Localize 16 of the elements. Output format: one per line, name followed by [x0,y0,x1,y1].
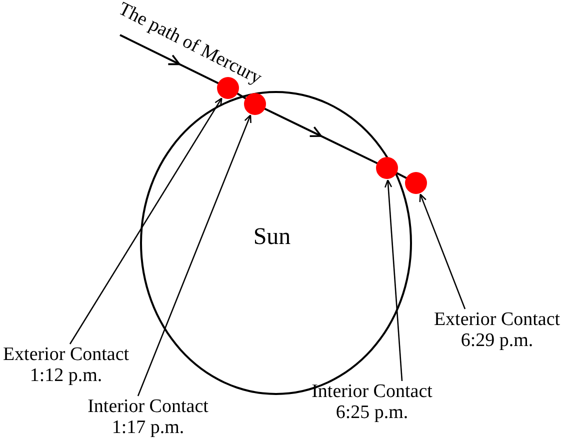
sun-label: Sun [253,224,291,250]
mercury-dot [376,157,398,179]
time-label: 6:25 p.m. [336,402,408,423]
contact-label: Interior Contact [312,381,432,402]
time-label: 6:29 p.m. [460,330,534,351]
mercury-dot [405,172,427,194]
leader-arrow [419,194,466,310]
leader-arrow [137,114,252,396]
contact-label: Exterior Contact [434,309,560,330]
leader-arrow [384,179,403,382]
contact-label: Exterior Contact [2,344,130,365]
mercury-dot [244,93,266,115]
time-label: 1:12 p.m. [30,365,102,386]
contact-label: Interior Contact [88,396,208,417]
time-label: 1:17 p.m. [112,417,184,438]
leader-arrow [69,98,222,344]
